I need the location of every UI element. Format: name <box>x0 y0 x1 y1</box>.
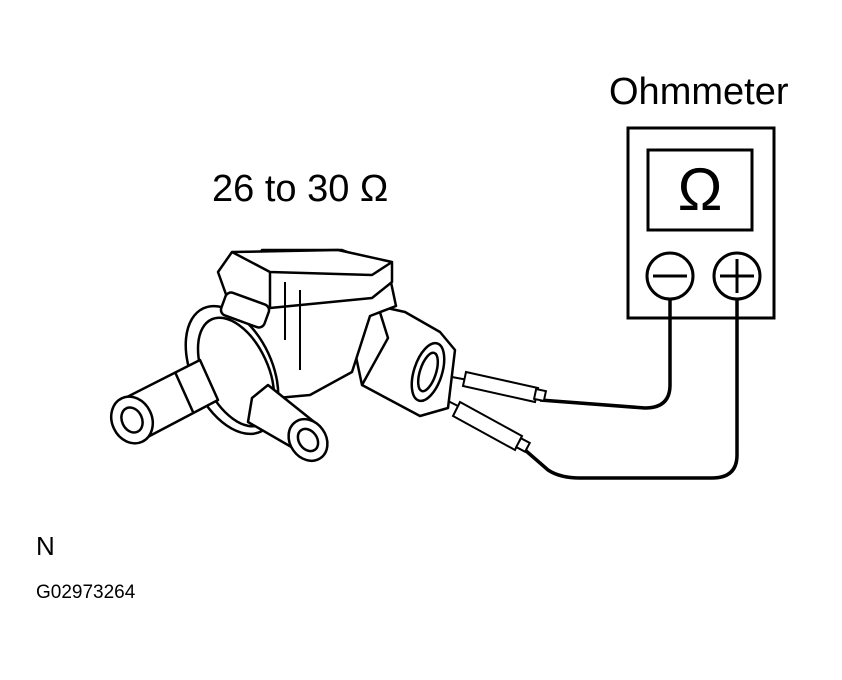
ohm-symbol-icon: Ω <box>677 156 723 223</box>
mounting-tab <box>219 291 271 329</box>
view-letter: N <box>36 531 55 561</box>
resistance-spec: 26 to 30 Ω <box>212 168 389 210</box>
test-leads <box>523 299 739 480</box>
figure-id: G02973264 <box>36 582 136 603</box>
negative-lead-wire <box>539 299 672 410</box>
solenoid-valve <box>109 248 457 463</box>
ohmmeter-display <box>646 148 754 232</box>
ohmmeter <box>626 126 776 320</box>
positive-lead-wire <box>523 299 739 480</box>
ohmmeter-title: Ohmmeter <box>609 71 789 113</box>
